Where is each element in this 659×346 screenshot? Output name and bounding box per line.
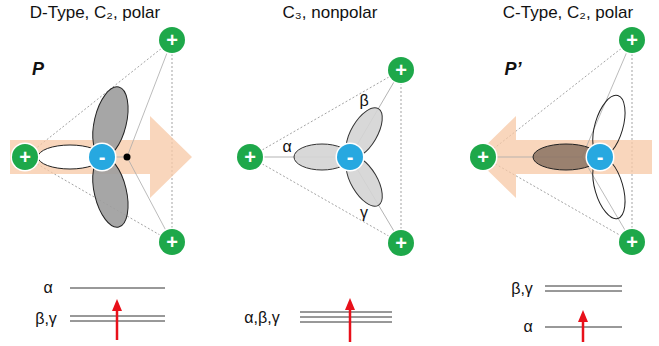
electron-arrow (116, 309, 119, 340)
level-label: α,β,γ (244, 309, 279, 327)
level-label: α (523, 318, 532, 336)
cation-circle: + (12, 144, 38, 170)
electron-arrowhead (578, 310, 588, 322)
cation-circle: + (159, 27, 185, 53)
level-label: β,γ (511, 280, 533, 298)
charge-sign: + (395, 60, 407, 80)
cation-circle: + (619, 27, 645, 53)
orbital-label: γ (360, 204, 368, 222)
electron-arrow (582, 320, 585, 342)
charge-sign: + (166, 30, 178, 50)
charge-sign: + (626, 30, 638, 50)
electron-arrowhead (112, 299, 122, 311)
charge-sign: - (597, 147, 604, 167)
cation-circle: + (388, 230, 414, 256)
orbital-label: α (282, 138, 291, 156)
electron-arrowhead (345, 298, 355, 310)
level-label: β,γ (35, 310, 57, 328)
electron-arrow (349, 308, 352, 342)
energy-level (300, 312, 392, 313)
panel-title: C-Type, C₂, polar (503, 4, 633, 23)
anion-circle: - (89, 144, 115, 170)
charge-sign: + (166, 232, 178, 252)
panel-title: C₃, nonpolar (283, 4, 378, 23)
orbital-label: β (359, 92, 368, 110)
charge-sign: + (19, 147, 31, 167)
anion-circle: - (587, 144, 613, 170)
axis-line (127, 40, 172, 157)
cation-circle: + (388, 57, 414, 83)
cation-circle: + (159, 229, 185, 255)
level-label: α (43, 279, 52, 297)
energy-level (300, 317, 392, 318)
charge-sign: + (477, 147, 489, 167)
polarization-label: P’ (504, 60, 521, 80)
charge-sign: - (347, 147, 354, 167)
cation-circle: + (619, 229, 645, 255)
charge-sign: + (626, 232, 638, 252)
energy-level (545, 291, 622, 292)
panel-title: D-Type, C₂, polar (30, 4, 160, 23)
centroid-dot (124, 154, 131, 161)
cation-circle: + (470, 144, 496, 170)
polarization-label: P (32, 60, 44, 80)
axis-line (582, 40, 632, 157)
energy-level (300, 322, 392, 323)
axis-line (582, 157, 632, 242)
charge-sign: - (99, 147, 106, 167)
charge-sign: + (244, 147, 256, 167)
polarization-arrow (474, 116, 652, 198)
energy-level (545, 286, 622, 287)
cation-circle: + (237, 144, 263, 170)
anion-circle: - (337, 144, 363, 170)
axis-line (127, 157, 172, 242)
energy-level (70, 288, 165, 289)
lattice-line (401, 84, 402, 229)
charge-sign: + (395, 233, 407, 253)
